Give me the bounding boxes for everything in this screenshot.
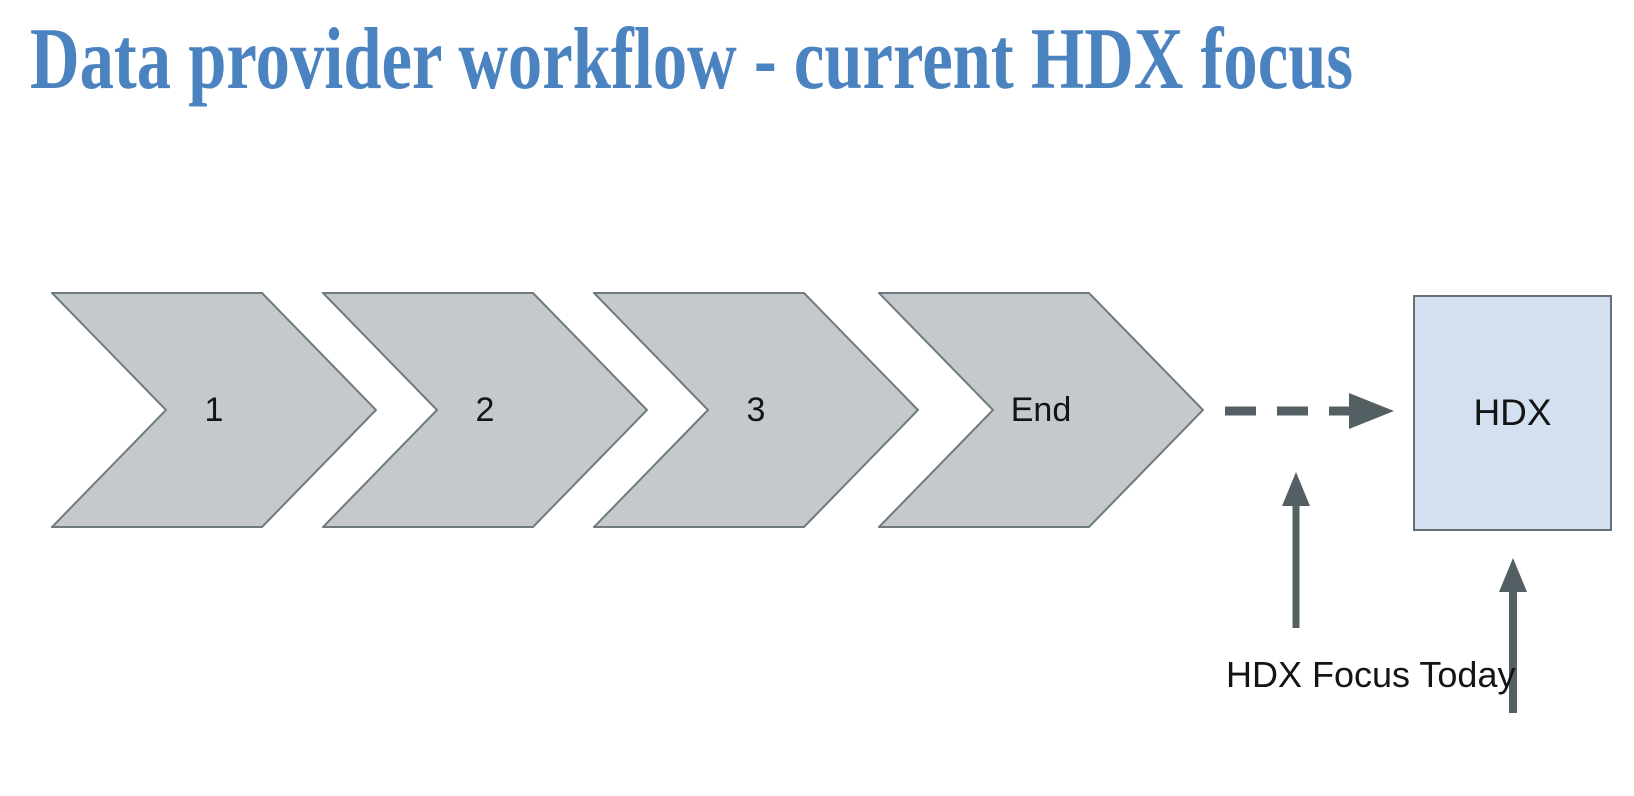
workflow-step-3-label: 3 <box>746 390 766 429</box>
chevron-polygon <box>593 292 919 528</box>
hdx-node-label: HDX <box>1473 392 1552 433</box>
chevron-polygon <box>51 292 377 528</box>
focus-up-arrow-left-shaft <box>1292 504 1300 628</box>
focus-up-arrow-right-head <box>1499 558 1527 592</box>
focus-up-arrow-left <box>1282 472 1310 628</box>
hdx-node-rect <box>1413 295 1612 531</box>
workflow-step-1-label: 1 <box>204 390 224 429</box>
page-title: Data provider workflow - current HDX foc… <box>30 11 1354 108</box>
focus-up-arrow-left-head <box>1282 472 1310 506</box>
workflow-step-end: End <box>878 292 1204 528</box>
workflow-step-2-label: 2 <box>475 390 495 429</box>
chevron-shape-2 <box>322 292 648 528</box>
hdx-node-shape <box>1413 295 1612 531</box>
workflow-step-3: 3 <box>593 292 919 528</box>
focus-up-arrow-right-shaft <box>1509 590 1517 713</box>
hdx-node: HDX <box>1413 295 1612 531</box>
focus-up-arrow-right <box>1499 558 1527 713</box>
dashed-connector-arrow <box>1225 393 1394 429</box>
workflow-step-2: 2 <box>322 292 648 528</box>
chevron-polygon <box>322 292 648 528</box>
chevron-polygon <box>878 292 1204 528</box>
chevron-shape-1 <box>51 292 377 528</box>
chevron-shape-end <box>878 292 1204 528</box>
hdx-focus-annotation: HDX Focus Today <box>1226 654 1516 695</box>
workflow-step-end-label: End <box>1010 390 1072 429</box>
chevron-shape-3 <box>593 292 919 528</box>
dashed-connector-arrowhead <box>1349 393 1394 429</box>
workflow-step-1: 1 <box>51 292 377 528</box>
